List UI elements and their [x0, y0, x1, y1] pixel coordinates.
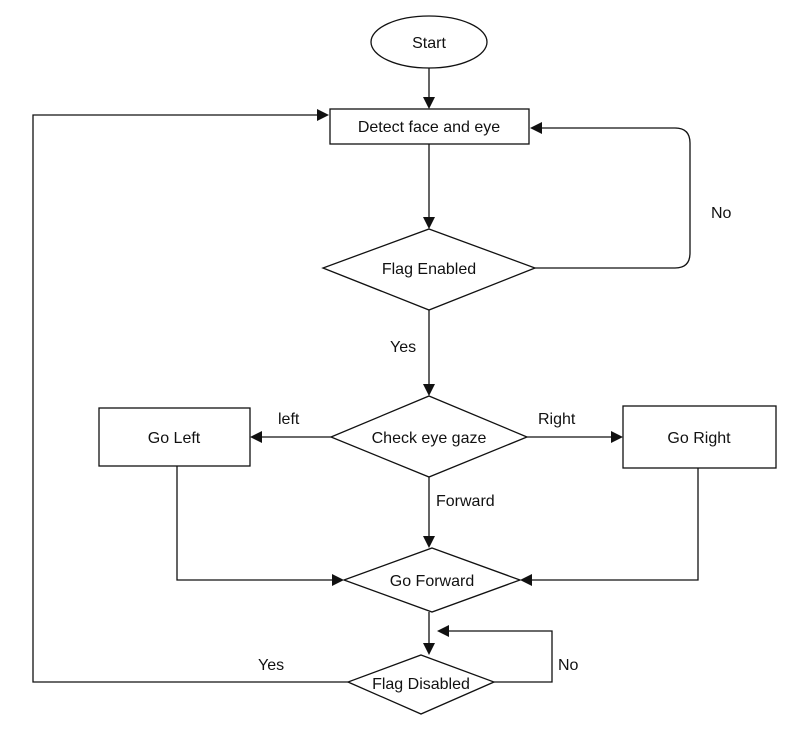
node-go-right: Go Right: [622, 405, 777, 469]
start-label: Start: [412, 35, 446, 52]
label-right: Right: [538, 411, 576, 428]
edge-flag-disabled-yes-loop: [32, 114, 348, 683]
arrowhead: [423, 97, 435, 109]
label-no-flag-disabled: No: [558, 657, 579, 674]
edge-right-to-forward: [531, 468, 699, 581]
label-no-flag-enabled: No: [711, 205, 732, 222]
label-yes-flag-enabled: Yes: [390, 339, 416, 356]
arrowhead: [423, 217, 435, 229]
go-right-label: Go Right: [667, 430, 731, 447]
node-check-gaze: Check eye gaze: [329, 395, 529, 478]
label-left: left: [278, 411, 300, 428]
flag-enabled-diamond: [321, 228, 537, 311]
detect-rect: [329, 108, 530, 145]
label-yes-flag-disabled: Yes: [258, 657, 284, 674]
arrowhead: [423, 536, 435, 548]
arrowhead: [250, 431, 262, 443]
arrowhead: [437, 625, 449, 637]
go-left-label: Go Left: [148, 430, 201, 447]
flag-enabled-label: Flag Enabled: [382, 261, 476, 278]
node-go-forward: Go Forward: [342, 547, 522, 613]
arrowhead: [520, 574, 532, 586]
arrowhead: [317, 109, 329, 121]
node-flag-disabled: Flag Disabled: [346, 654, 496, 715]
check-gaze-label: Check eye gaze: [372, 430, 487, 447]
node-start: Start: [370, 15, 488, 69]
go-right-rect: [622, 405, 777, 469]
start-ellipse: [370, 15, 488, 69]
check-gaze-diamond: [329, 395, 529, 478]
go-forward-label: Go Forward: [390, 573, 474, 590]
label-forward: Forward: [436, 493, 495, 510]
flag-disabled-label: Flag Disabled: [372, 676, 470, 693]
arrowhead: [611, 431, 623, 443]
arrowhead: [332, 574, 344, 586]
edge-flag-enabled-no-loop: [535, 127, 691, 269]
arrowhead: [423, 384, 435, 396]
go-forward-diamond: [342, 547, 522, 613]
detect-label: Detect face and eye: [358, 119, 500, 136]
node-flag-enabled: Flag Enabled: [321, 228, 537, 311]
edge-labels: No Yes left Right Forward Yes No: [258, 205, 732, 674]
arrowhead: [530, 122, 542, 134]
arrowhead: [423, 643, 435, 655]
edges: [32, 68, 699, 683]
edge-flag-disabled-no-loop: [448, 630, 553, 683]
go-left-rect: [98, 407, 251, 467]
node-go-left: Go Left: [98, 407, 251, 467]
edge-left-to-forward: [176, 466, 333, 581]
node-detect: Detect face and eye: [329, 108, 530, 145]
flag-disabled-diamond: [346, 654, 496, 715]
